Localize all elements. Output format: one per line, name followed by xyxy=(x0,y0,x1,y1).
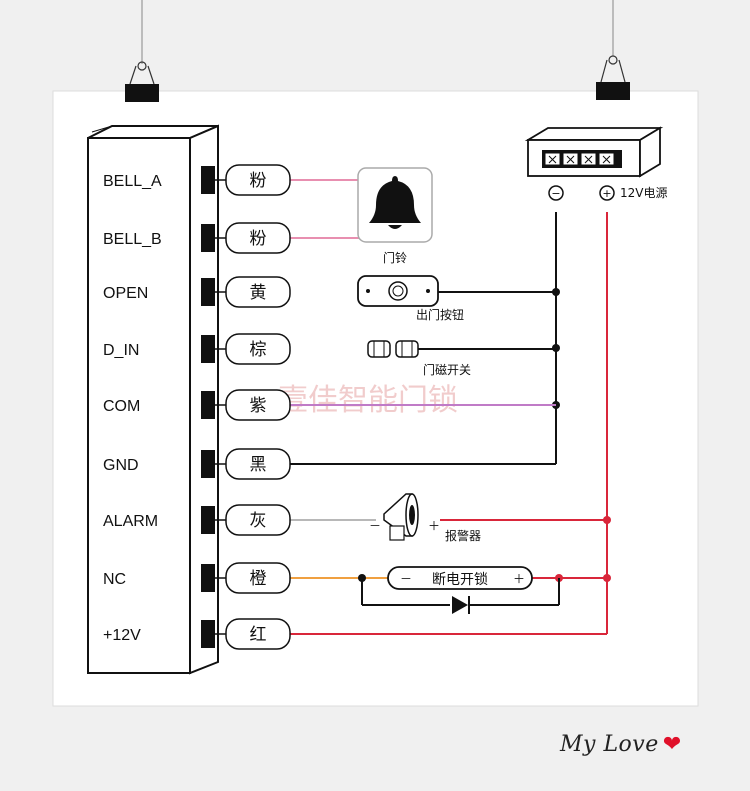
exit-button-label: 出门按钮 xyxy=(416,307,464,322)
terminal-row-12v: +12V 红 xyxy=(103,618,291,650)
door-sensor-label: 门磁开关 xyxy=(423,362,471,377)
alarm-device: － ＋ 报警器 xyxy=(290,493,607,543)
terminal-label: ALARM xyxy=(103,513,158,530)
terminal-connector xyxy=(201,166,215,194)
terminal-label: BELL_B xyxy=(103,231,162,248)
terminal-label: OPEN xyxy=(103,285,148,302)
terminal-row-nc: NC 橙 xyxy=(103,562,291,594)
terminal-connector xyxy=(201,564,215,592)
wire-label-box xyxy=(225,333,291,365)
alarm-minus-label: － xyxy=(369,519,381,533)
terminal-connector xyxy=(201,620,215,648)
terminal-row-bella: BELL_A 粉 xyxy=(103,164,291,196)
terminal-row-din: D_IN 棕 xyxy=(103,333,291,365)
terminal-connector xyxy=(201,278,215,306)
heart-icon: ❤ xyxy=(662,732,682,757)
terminal-row-gnd: GND 黑 xyxy=(103,448,291,480)
terminal-label: COM xyxy=(103,398,140,415)
wire-label-box xyxy=(225,448,291,480)
wire-label-box xyxy=(225,618,291,650)
wire-color-label: 紫 xyxy=(250,396,267,416)
psu-plus-symbol: + xyxy=(602,187,611,200)
terminal-label: NC xyxy=(103,571,126,588)
terminal-connector xyxy=(201,506,215,534)
wire-color-label: 灰 xyxy=(250,511,267,531)
wire-label-box xyxy=(225,504,291,536)
power-supply: − + 12V电源 xyxy=(524,126,667,201)
door-sensor-device: 门磁开关 xyxy=(367,340,556,377)
signature: My Love❤ xyxy=(560,732,682,757)
wire-color-label: 粉 xyxy=(250,229,267,249)
lock-label: 断电开锁 xyxy=(432,572,488,588)
terminal-connector xyxy=(201,391,215,419)
psu-minus-terminal xyxy=(548,185,564,201)
alarm-label: 报警器 xyxy=(445,528,481,543)
doorbell-label: 门铃 xyxy=(383,250,407,265)
wire-color-label: 橙 xyxy=(250,569,267,589)
left-clip xyxy=(125,0,159,102)
terminal-label: +12V xyxy=(103,627,141,644)
exit-button-device: 出门按钮 xyxy=(357,275,556,322)
terminal-row-bellb: BELL_B 粉 xyxy=(103,222,291,254)
wire-label-box xyxy=(225,562,291,594)
terminal-label: BELL_A xyxy=(103,173,162,190)
alarm-plus-label: ＋ xyxy=(428,519,440,533)
wire-color-label: 红 xyxy=(250,625,267,645)
lock-device: － 断电开锁 ＋ xyxy=(290,566,607,614)
wire-label-box xyxy=(225,389,291,421)
wire-color-label: 黑 xyxy=(250,455,267,475)
watermark-text: 壹佳智能门锁 xyxy=(278,383,458,418)
wire-color-label: 棕 xyxy=(250,340,267,360)
terminal-row-alarm: ALARM 灰 xyxy=(103,504,291,536)
doorbell: 门铃 xyxy=(290,167,433,265)
terminal-label: GND xyxy=(103,457,139,474)
diode-icon xyxy=(452,596,468,614)
psu-plus-terminal xyxy=(599,185,615,201)
psu-minus-symbol: − xyxy=(551,187,560,200)
terminal-row-com: COM 紫 xyxy=(103,389,291,421)
bell-icon xyxy=(369,176,421,229)
wire-color-label: 粉 xyxy=(250,171,267,191)
wire-label-box xyxy=(225,222,291,254)
lock-plus-label: ＋ xyxy=(513,572,525,586)
terminal-row-open: OPEN 黄 xyxy=(103,276,291,308)
wire-color-label: 黄 xyxy=(250,283,267,303)
terminal-connector xyxy=(201,335,215,363)
terminal-label: D_IN xyxy=(103,342,139,359)
terminal-connector xyxy=(201,450,215,478)
wire-label-box xyxy=(225,276,291,308)
wire-label-box xyxy=(225,164,291,196)
signature-text: My Love xyxy=(560,732,659,757)
lock-minus-label: － xyxy=(400,572,412,586)
right-clip xyxy=(596,0,630,100)
psu-label: 12V电源 xyxy=(620,186,667,200)
terminal-connector xyxy=(201,224,215,252)
